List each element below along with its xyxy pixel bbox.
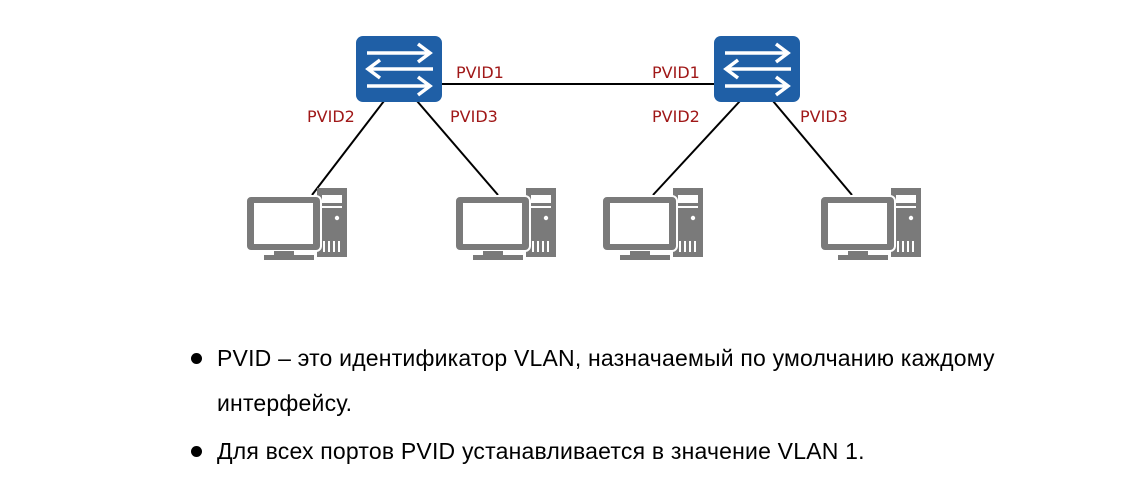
pvid-label-left-trunk: PVID1 (456, 63, 504, 82)
switch-left (354, 34, 444, 104)
pvid-label-left-pc1: PVID2 (307, 107, 355, 126)
switch-right (712, 34, 802, 104)
link-right-pc2 (772, 100, 853, 196)
pc-4 (819, 187, 922, 261)
pvid-label-left-pc2: PVID3 (450, 107, 498, 126)
network-diagram: PVID1 PVID1 PVID2 PVID3 PVID2 PVID3 (245, 34, 922, 261)
bullet-list: PVID – это идентификатор VLAN, назначаем… (190, 336, 1010, 477)
desktop-computer-icon (601, 187, 704, 261)
desktop-computer-icon (454, 187, 557, 261)
desktop-computer-icon (245, 187, 348, 261)
desktop-computer-icon (819, 187, 922, 261)
link-left-pc1 (311, 100, 385, 196)
pvid-label-right-trunk: PVID1 (652, 63, 700, 82)
pvid-label-right-pc1: PVID2 (652, 107, 700, 126)
bullet-dot-icon (191, 353, 202, 364)
bullet-dot-icon (191, 446, 202, 457)
link-right-pc1 (652, 100, 741, 196)
bullet-item: Для всех портов PVID устанавливается в з… (190, 429, 1010, 474)
switch-icon (354, 34, 444, 104)
pc-1 (245, 187, 348, 261)
pc-3 (601, 187, 704, 261)
bullet-text: PVID – это идентификатор VLAN, назначаем… (217, 345, 995, 416)
link-left-pc2 (416, 100, 499, 196)
bullet-text: Для всех портов PVID устанавливается в з… (217, 438, 865, 464)
switch-icon (712, 34, 802, 104)
bullet-item: PVID – это идентификатор VLAN, назначаем… (190, 336, 1010, 426)
pc-2 (454, 187, 557, 261)
pvid-label-right-pc2: PVID3 (800, 107, 848, 126)
